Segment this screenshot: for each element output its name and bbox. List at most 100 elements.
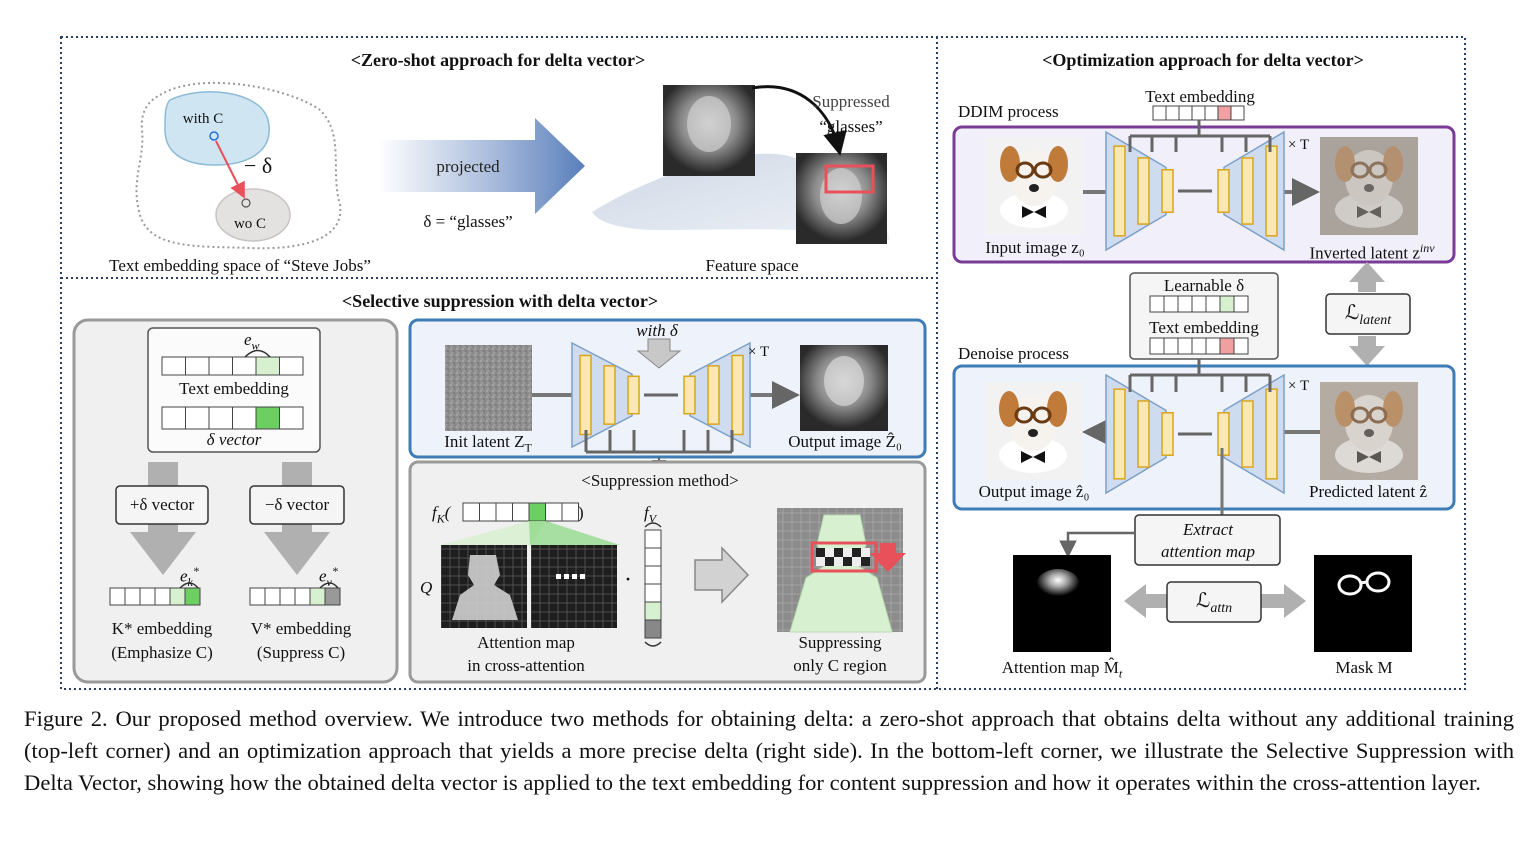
input-image-label: Input image z₀	[985, 238, 1085, 257]
dog-bowtie	[1357, 451, 1381, 463]
embedding-cell	[1205, 337, 1221, 355]
embedding-cell	[249, 587, 266, 606]
projected-arrow	[378, 118, 585, 214]
checker-cell	[861, 548, 870, 557]
embedding-cell	[1191, 105, 1206, 121]
attention-blob	[1036, 569, 1080, 601]
learnable-delta-cells	[1149, 295, 1249, 313]
k-embedding-cells	[109, 587, 201, 606]
fv-cell	[644, 619, 662, 639]
extract-to-attention-arrow	[1059, 531, 1135, 558]
zero-shot-title: <Zero-shot approach for delta vector>	[350, 50, 646, 70]
with-c-label: with C	[182, 111, 224, 127]
embedding-cell	[232, 406, 257, 430]
fk-cells	[462, 502, 579, 522]
embedding-cell	[279, 587, 296, 606]
checker-cell	[816, 557, 825, 566]
init-latent-image	[445, 345, 532, 431]
embedding-cell	[1163, 295, 1179, 313]
dog-glasses-left	[1350, 161, 1370, 179]
projected-label: projected	[436, 157, 500, 176]
dog-body	[999, 437, 1067, 473]
unet-denoise	[1105, 359, 1285, 495]
fk-label: fK(	[432, 503, 451, 526]
unet-block	[1137, 400, 1150, 468]
dog-ear-left	[1000, 146, 1020, 182]
embedding-cell	[139, 587, 156, 606]
loss-attn-label: ℒattn	[1195, 590, 1233, 616]
unet-block	[1241, 400, 1254, 468]
method-overview-figure: <Zero-shot approach for delta vector> wi…	[60, 36, 1466, 690]
fv-cells	[644, 529, 662, 639]
minus-delta-arrow	[215, 140, 245, 199]
unet-block	[731, 354, 744, 436]
glasses-dots	[556, 574, 585, 579]
minus-delta-label: − δ	[244, 153, 273, 178]
embedding-cell	[124, 587, 141, 606]
dog-glasses-right	[1368, 406, 1388, 424]
fv-cell	[644, 565, 662, 585]
unet-block	[1241, 157, 1254, 225]
dog-ear-right	[1048, 146, 1068, 182]
diagram-svg	[60, 36, 1466, 690]
fv-cell	[644, 529, 662, 549]
glasses-dot	[580, 574, 585, 579]
mask-glasses	[1337, 571, 1391, 596]
suppressed-label: Suppressed	[812, 92, 890, 111]
embedding-cell	[255, 356, 280, 376]
unet-block	[603, 365, 616, 425]
dot-product-label: ·	[624, 567, 632, 593]
embedding-cell	[208, 406, 233, 430]
dog-ear-right	[1047, 391, 1067, 427]
plus-delta-box	[115, 485, 209, 525]
embedding-cell	[545, 502, 563, 522]
dog-head	[1345, 150, 1393, 206]
with-delta-label: with δ	[636, 321, 678, 340]
checker-cell	[852, 548, 861, 557]
ev-label: ev*	[319, 564, 338, 590]
loss-latent-arrow-up	[1349, 262, 1385, 292]
extract-label-2: attention map	[1161, 542, 1255, 561]
unet-selective	[571, 341, 751, 454]
with-c-point	[209, 131, 219, 141]
embedding-cell	[1219, 295, 1235, 313]
minus-delta-box	[249, 485, 345, 525]
suppress-down-arrow	[870, 543, 906, 572]
outer-frame	[60, 36, 1466, 690]
embedding-cell	[462, 502, 480, 522]
dog-bowtie	[1021, 451, 1045, 463]
embedding-cell	[1191, 295, 1207, 313]
k-embedding-label: K* embedding	[111, 619, 213, 638]
embedding-cell	[1233, 337, 1249, 355]
embedding-cell	[561, 502, 579, 522]
suppressing-label-1: Suppressing	[798, 633, 882, 652]
loss-latent-arrow-down	[1349, 336, 1385, 366]
glasses-dot	[572, 574, 577, 579]
embedding-cell	[232, 356, 257, 376]
embedding-cell	[185, 406, 210, 430]
steve-jobs-face-right	[820, 168, 862, 224]
suppression-arrow	[694, 546, 750, 604]
mask-image	[1314, 555, 1412, 652]
inverted-latent-image	[1320, 137, 1418, 235]
wo-c-region	[215, 188, 291, 242]
selective-text-embedding-label: Text embedding	[179, 379, 289, 398]
denoise-times-t: × T	[1288, 378, 1310, 394]
denoise-text-embedding-label: Text embedding	[1149, 318, 1259, 337]
attention-map-hat-label: Attention map M̂t	[1001, 658, 1123, 681]
mask-label: Mask M	[1335, 658, 1393, 677]
embedding-cell	[1204, 105, 1219, 121]
minus-delta-vector-label: −δ vector	[264, 495, 330, 514]
embedding-cell	[208, 356, 233, 376]
suppress-label: (Suppress C)	[256, 643, 346, 662]
fv-label: fV	[644, 503, 657, 526]
dog-glasses-right	[1033, 161, 1053, 179]
dog-ear-left	[1335, 391, 1355, 427]
ddim-times-t: × T	[1288, 137, 1310, 153]
delta-equation: δ = “glasses”	[423, 212, 513, 231]
embedding-cell	[294, 587, 311, 606]
denoise-process-label: Denoise process	[958, 344, 1069, 363]
suppressed-glasses-label: “glasses”	[819, 117, 883, 136]
unet-block	[1265, 388, 1278, 480]
embedding-cell	[279, 406, 304, 430]
